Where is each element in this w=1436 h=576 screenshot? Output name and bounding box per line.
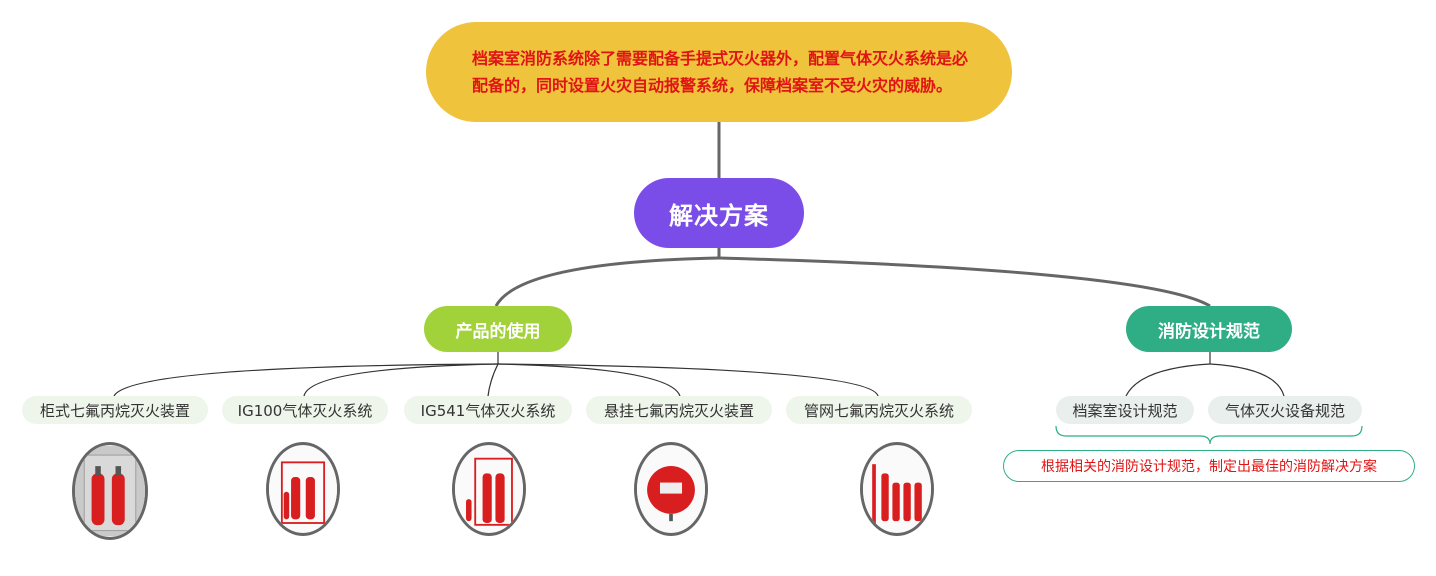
branch-products-label: 产品的使用 [455, 321, 541, 342]
hanging-extinguisher-image [634, 442, 708, 536]
branch-spec-node[interactable]: 消防设计规范 [1126, 306, 1292, 352]
product-leaf-ig541[interactable]: IG541气体灭火系统 [404, 396, 572, 424]
branch-spec-label: 消防设计规范 [1158, 321, 1260, 342]
branch-products-node[interactable]: 产品的使用 [424, 306, 572, 352]
spec-leaf-label: 气体灭火设备规范 [1224, 401, 1345, 420]
product-leaf-label: 柜式七氟丙烷灭火装置 [39, 401, 190, 420]
product-leaf-cabinet[interactable]: 柜式七氟丙烷灭火装置 [22, 396, 208, 424]
spec-leaf-archive[interactable]: 档案室设计规范 [1056, 396, 1194, 424]
cabinet-extinguisher-image [72, 442, 148, 540]
root-node[interactable]: 解决方案 [634, 178, 804, 248]
ig100-system-image [266, 442, 340, 536]
top-note-bubble: 档案室消防系统除了需要配备手提式灭火器外，配置气体灭火系统是必配备的，同时设置火… [426, 22, 1012, 122]
spec-summary-text: 根据相关的消防设计规范，制定出最佳的消防解决方案 [1041, 459, 1377, 475]
root-label: 解决方案 [669, 201, 769, 230]
ig541-system-image [452, 442, 526, 536]
spec-leaf-label: 档案室设计规范 [1072, 401, 1178, 420]
product-leaf-ig100[interactable]: IG100气体灭火系统 [222, 396, 388, 424]
product-leaf-label: IG541气体灭火系统 [420, 401, 556, 420]
top-note-text: 档案室消防系统除了需要配备手提式灭火器外，配置气体灭火系统是必配备的，同时设置火… [472, 49, 969, 95]
pipe-network-system-image [860, 442, 934, 536]
product-leaf-pipe-network[interactable]: 管网七氟丙烷灭火系统 [786, 396, 972, 424]
product-leaf-label: 管网七氟丙烷灭火系统 [803, 401, 954, 420]
spec-leaf-gas-equipment[interactable]: 气体灭火设备规范 [1208, 396, 1362, 424]
product-leaf-label: 悬挂七氟丙烷灭火装置 [603, 401, 754, 420]
spec-summary: 根据相关的消防设计规范，制定出最佳的消防解决方案 [1003, 450, 1415, 482]
product-leaf-hanging[interactable]: 悬挂七氟丙烷灭火装置 [586, 396, 772, 424]
product-leaf-label: IG100气体灭火系统 [237, 401, 373, 420]
